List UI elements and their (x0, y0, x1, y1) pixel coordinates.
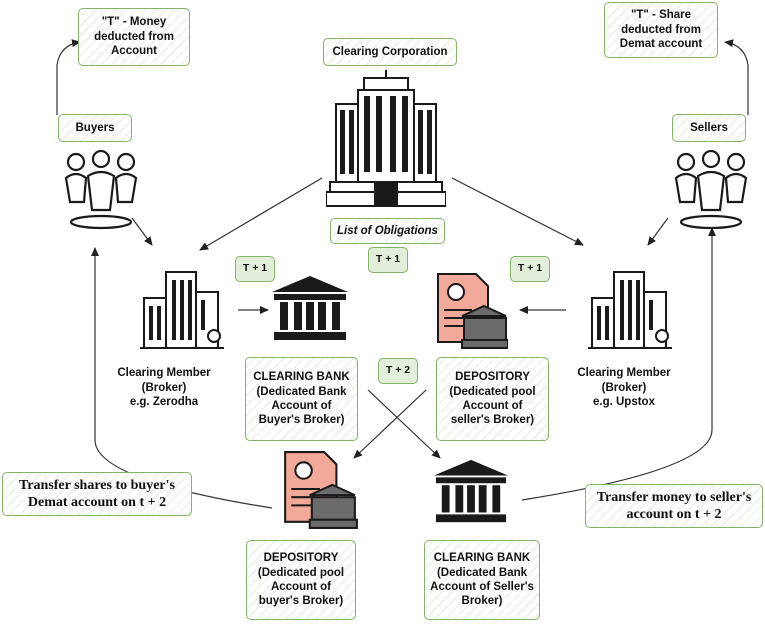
arrow-corp-to-member-left (199, 177, 323, 251)
depository-seller-icon (437, 273, 508, 349)
clearing-corporation-building-icon (326, 70, 446, 207)
clearing-corporation-label: Clearing Corporation (323, 38, 457, 66)
sellers-label: Sellers (672, 114, 746, 142)
clearing-bank-buyer-box: CLEARING BANK (Dedicated Bank Account of… (245, 357, 358, 441)
t1-center-badge: T + 1 (368, 247, 408, 273)
arrow-buyers-to-member (131, 217, 153, 246)
arrow-sellers-to-member (647, 217, 669, 246)
t1-left-badge: T + 1 (235, 256, 275, 282)
arrow-buyers-to-money (56, 39, 81, 115)
list-of-obligations-label: List of Obligations (330, 218, 445, 244)
depository-buyer-box: DEPOSITORY (Dedicated pool Account of bu… (246, 540, 356, 620)
t2-center-badge: T + 2 (378, 358, 418, 384)
share-deducted-box: "T" - Share deducted from Demat account (604, 2, 718, 58)
member-right-building-icon (588, 271, 672, 349)
arrow-depository-to-depository (353, 389, 427, 459)
t1-right-badge: T + 1 (510, 256, 550, 282)
arrow-bank-to-bank (367, 389, 441, 459)
arrow-sellers-to-share (724, 39, 749, 115)
member-right-caption: Clearing Member (Broker) e.g. Upstox (572, 356, 676, 420)
arrow-corp-to-member-right (451, 177, 584, 246)
transfer-money-box: Transfer money to seller's account on t … (585, 484, 763, 528)
buyers-people-icon (64, 150, 138, 230)
depository-buyer-icon (284, 451, 358, 529)
transfer-shares-box: Transfer shares to buyer's Demat account… (2, 472, 192, 516)
buyers-label: Buyers (58, 114, 132, 142)
clearing-bank-seller-icon (434, 459, 508, 523)
member-left-building-icon (140, 271, 224, 349)
member-left-caption: Clearing Member (Broker) e.g. Zerodha (112, 356, 216, 420)
depository-seller-box: DEPOSITORY (Dedicated pool Account of se… (436, 357, 549, 441)
clearing-bank-buyer-icon (272, 276, 348, 340)
money-deducted-box: "T" - Money deducted from Account (78, 8, 190, 66)
arrow-bank-to-sellers (521, 227, 716, 501)
clearing-bank-seller-box: CLEARING BANK (Dedicated Bank Account of… (424, 540, 540, 620)
sellers-people-icon (674, 150, 748, 230)
